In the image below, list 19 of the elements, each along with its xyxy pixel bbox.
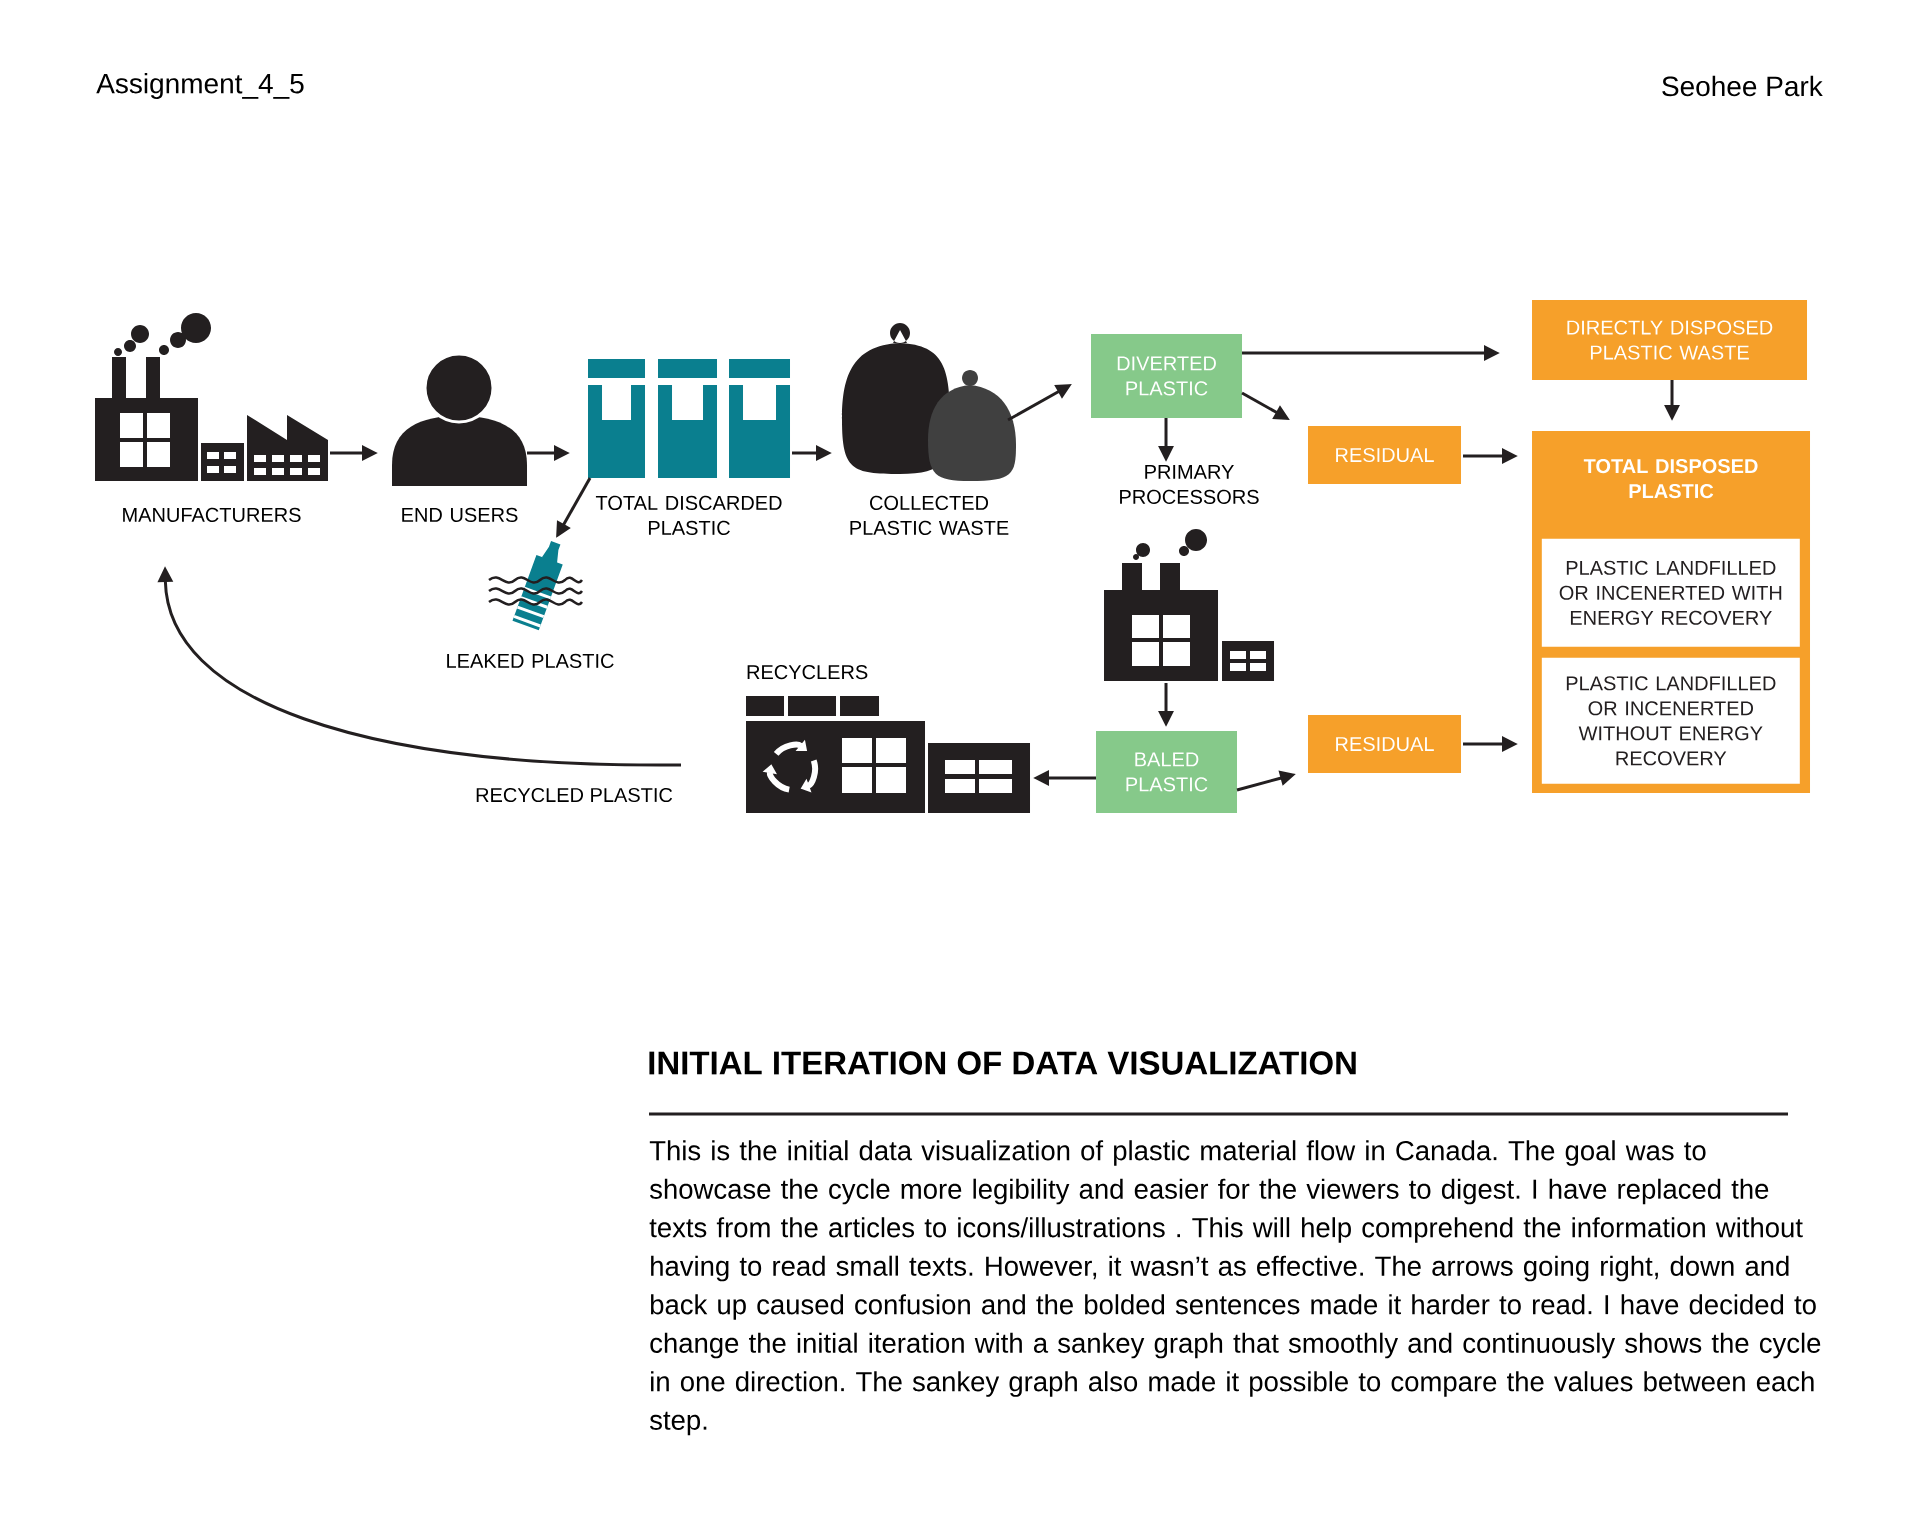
node-label: END USERS	[402, 507, 518, 522]
process-box: RESIDUAL	[1308, 715, 1461, 773]
process-box: DIRECTLY DISPOSED PLASTIC WASTE	[1532, 300, 1807, 380]
node-label: RECYCLERS	[747, 665, 868, 680]
process-box: DIVERTED PLASTIC	[1091, 334, 1242, 418]
node-label: COLLECTED PLASTIC WASTE	[850, 495, 1009, 535]
header-text: Seohee Park	[1662, 75, 1823, 97]
process-box: PLASTIC LANDFILLED OR INCENERTED WITH ENERGY RECOVERY	[1541, 538, 1800, 647]
process-box: BALED PLASTIC	[1096, 731, 1237, 813]
header-text: Assignment_4_5	[96, 72, 304, 100]
node-label: LEAKED PLASTIC	[447, 653, 614, 668]
node-label: TOTAL DISCARDED PLASTIC	[595, 495, 782, 535]
node-label: MANUFACTURERS	[123, 507, 301, 522]
section-heading: INITIAL ITERATION OF DATA VISUALIZATION	[649, 1051, 1356, 1075]
process-box: PLASTIC LANDFILLED OR INCENERTED WITHOUT ENERGY RECOVERY	[1541, 657, 1800, 784]
process-box: RESIDUAL	[1308, 426, 1461, 484]
edge-label: RECYCLED PLASTIC	[476, 787, 673, 803]
body-paragraph: This is the initial data visualization of plastic material flow in Canada. The goal was to showcase the cycle more legibility and easier for the viewers to digest. I have replaced the texts from the articles to icons/illustrations . This will help comprehend the information without having to read small texts. However, it wasn’t as effective. The arrows going right, down and back up caused confusion and the bolded sentences made it harder to read. I have decided to change the initial iteration with a sankey graph that smoothly and continuously shows the cycle in one direction. The sankey graph also made it possible to compare the values between each step.	[649, 1140, 1821, 1436]
node-label: PRIMARY PROCESSORS	[1120, 465, 1259, 504]
